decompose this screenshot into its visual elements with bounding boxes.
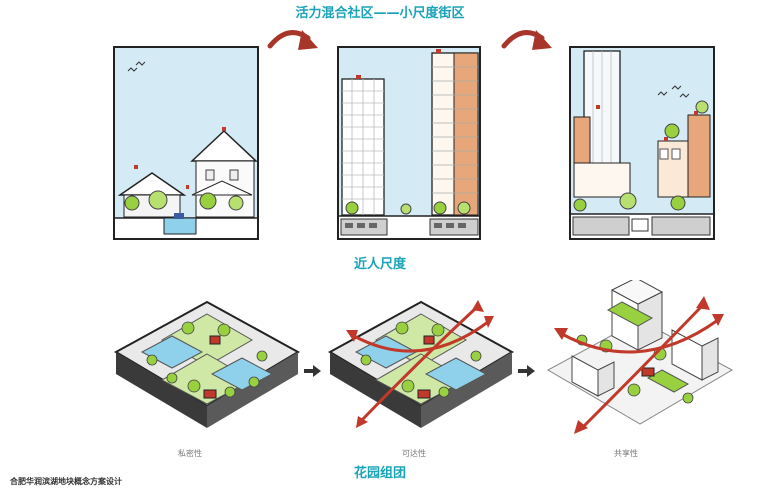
- caption-sharing: 共享性: [614, 449, 638, 458]
- step-arrow-2: [518, 365, 535, 377]
- section-label-garden-cluster: 花园组团: [353, 466, 406, 481]
- birds-icon: [657, 85, 690, 98]
- caption-accessibility: 可达性: [402, 449, 426, 458]
- transition-arrow-1: [267, 30, 318, 50]
- section-label-human-scale: 近人尺度: [353, 257, 406, 272]
- garden-cluster-shared: [546, 280, 734, 434]
- caption-privacy: 私密性: [178, 449, 202, 458]
- street-section-towers: [337, 46, 481, 240]
- street-section-lowrise: [113, 46, 259, 240]
- birds-icon: [127, 61, 146, 72]
- garden-cluster-accessible: [327, 300, 515, 428]
- street-section-mixed: [569, 46, 715, 240]
- project-footer: 合肥华润滨湖地块概念方案设计: [10, 477, 122, 486]
- step-arrow-1: [304, 365, 321, 377]
- transition-arrow-2: [501, 30, 552, 50]
- garden-cluster-private: [113, 300, 301, 428]
- page-title: 活力混合社区——小尺度街区: [295, 6, 465, 21]
